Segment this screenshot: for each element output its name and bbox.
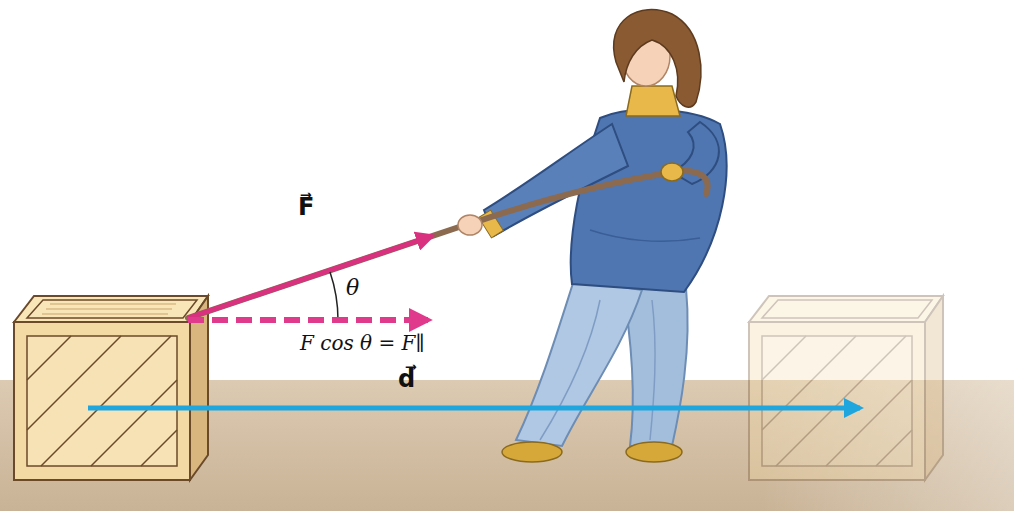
angle-label: θ <box>346 276 359 300</box>
leg <box>516 280 642 446</box>
shoe <box>502 442 562 462</box>
person <box>479 10 727 462</box>
crate-panel <box>27 336 177 466</box>
leg-crease <box>540 300 600 440</box>
crate-top <box>749 296 943 322</box>
crate-side <box>190 296 208 480</box>
crate-final <box>749 296 943 480</box>
rope <box>188 224 468 318</box>
crate-lid <box>27 300 197 318</box>
angle-arc <box>330 272 338 320</box>
collar <box>626 86 680 116</box>
crate-front <box>14 322 190 480</box>
component-vector <box>188 317 424 323</box>
crate-panel <box>762 336 912 466</box>
leg-crease <box>650 300 655 440</box>
crate-side <box>925 296 943 480</box>
component-label: F cos θ = F∥ <box>300 332 425 354</box>
displacement-vector <box>88 406 860 411</box>
crate-top <box>14 296 208 322</box>
crate-front <box>749 322 925 480</box>
force-vector <box>188 236 432 318</box>
hand <box>458 215 482 235</box>
arm <box>484 124 628 236</box>
sweater-fold <box>590 230 700 241</box>
hand <box>661 163 683 181</box>
crate-slats <box>762 336 912 466</box>
crate-slats <box>27 336 177 466</box>
component-head <box>420 317 428 323</box>
shoe <box>626 442 682 462</box>
crate-lid-grain <box>42 304 176 314</box>
crate <box>14 296 208 480</box>
displacement-label: d⃗ <box>398 366 415 392</box>
hair <box>614 10 701 108</box>
force-label: F⃗ <box>298 194 314 220</box>
crate-lid <box>762 300 932 318</box>
